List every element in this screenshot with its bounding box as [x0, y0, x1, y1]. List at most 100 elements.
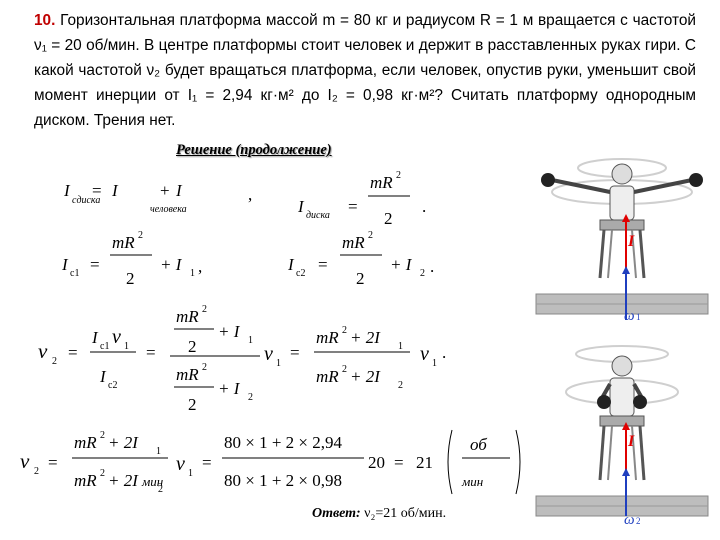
svg-text:2: 2 — [248, 392, 253, 403]
dumbbell-icon — [689, 173, 703, 187]
formula-term: + 2I — [350, 367, 381, 386]
angular-velocity-subscript: 1 — [636, 312, 641, 320]
formula-term: + I — [390, 255, 413, 274]
problem-statement: 10. Горизонтальная платформа массой m = … — [34, 8, 696, 133]
svg-text:2: 2 — [342, 364, 347, 375]
formula-symbol: ν — [38, 339, 48, 363]
formula-denominator: 2 — [356, 269, 365, 288]
formula-term: + I — [218, 322, 241, 341]
svg-text:mR: mR — [74, 471, 97, 490]
formula-symbol: I — [91, 328, 99, 347]
formula-moment-disk: I диска = mR 2 2 . — [297, 170, 426, 228]
formula-numeric-result: ν 2 = mR 2 + 2I 1 mR 2 + 2I мин 2 ν 1 = … — [20, 429, 521, 495]
formula-symbol: I — [63, 181, 71, 200]
answer: Ответ: ν₂=21 об/мин. — [312, 506, 446, 522]
formula-symbol: ν — [176, 453, 185, 475]
formula-moment-c1: I c1 = mR 2 2 + I 1 , — [61, 230, 202, 288]
formula-subscript: 1 — [432, 358, 437, 369]
formula-symbol: I — [61, 255, 69, 274]
svg-text:2: 2 — [342, 325, 347, 336]
svg-text:mR: mR — [74, 433, 97, 452]
formula-subscript: сдиска — [72, 195, 100, 206]
formula-punct: , — [248, 185, 252, 204]
svg-text:2: 2 — [34, 466, 39, 477]
formula-symbol: ν — [264, 343, 273, 365]
svg-text:=: = — [146, 343, 156, 362]
torso-icon — [609, 377, 635, 417]
formula-numerator: mR — [176, 307, 199, 326]
svg-text:мин: мин — [141, 474, 163, 489]
formula-subscript: c2 — [296, 268, 305, 279]
svg-text:1: 1 — [156, 446, 161, 457]
moment-label: I — [627, 433, 635, 450]
head-icon — [611, 355, 633, 377]
formula-symbol: ν — [20, 449, 30, 473]
angular-velocity-label: ω — [624, 512, 635, 528]
formula-numeric-numerator: 80 × 1 + 2 × 2,94 — [224, 433, 343, 452]
formula-subscript: 1 — [124, 341, 129, 352]
formula-denominator: 2 — [188, 395, 197, 414]
formula-subscript: 1 — [398, 341, 403, 352]
dumbbell-icon — [633, 395, 647, 409]
formula-denominator: 2 — [126, 269, 135, 288]
formula-numeric-denominator: 80 × 1 + 2 × 0,98 — [224, 471, 342, 490]
formula-unit: об — [470, 435, 487, 454]
head-icon — [611, 163, 633, 185]
formula-subscript: 1 — [276, 358, 281, 369]
svg-text:2: 2 — [100, 468, 105, 479]
svg-text:=: = — [202, 453, 212, 472]
formula-subscript: c2 — [108, 380, 117, 391]
svg-text:+ 2I: + 2I — [108, 433, 139, 452]
problem-text: Горизонтальная платформа массой m = 80 к… — [34, 12, 697, 129]
svg-text:+ 2I: + 2I — [108, 471, 139, 490]
formula-subscript: 2 — [52, 356, 57, 367]
dumbbell-icon — [541, 173, 555, 187]
svg-text:=: = — [48, 453, 58, 472]
svg-text:2: 2 — [100, 430, 105, 441]
formula-factor: 20 — [368, 453, 385, 472]
svg-text:2: 2 — [138, 230, 143, 241]
figure-arms-lowered: I ω 2 — [535, 345, 709, 528]
formula-symbol: ν — [420, 343, 429, 365]
formula-numerator: mR — [370, 173, 393, 192]
svg-text:2: 2 — [202, 304, 207, 315]
formula-term: + I — [218, 379, 241, 398]
solution-heading: Решение (продолжение) — [176, 142, 332, 158]
formula-symbol: I — [99, 367, 107, 386]
formula-punct: , — [198, 257, 202, 276]
svg-text:2: 2 — [202, 362, 207, 373]
svg-text:2: 2 — [368, 230, 373, 241]
formula-subscript: диска — [306, 210, 330, 221]
formula-result: 21 — [416, 453, 433, 472]
svg-text:=: = — [318, 255, 328, 274]
formula-numerator: mR — [316, 328, 339, 347]
formula-nu2-derivation: ν 2 = I c1 ν 1 I c2 = mR 2 2 + I 1 mR 2 … — [38, 304, 446, 414]
formula-denominator: 2 — [188, 337, 197, 356]
angular-velocity-label: ω — [624, 308, 635, 320]
svg-text:2: 2 — [398, 380, 403, 391]
torso-icon — [609, 185, 635, 221]
formula-term: + 2I — [350, 328, 381, 347]
answer-value: ν₂=21 об/мин. — [364, 506, 447, 521]
formula-symbol: I — [287, 255, 295, 274]
svg-text:=: = — [394, 453, 404, 472]
figure-arms-extended: I ω 1 — [535, 158, 709, 320]
formula-numerator: mR — [176, 365, 199, 384]
formula-numerator: mR — [342, 233, 365, 252]
formula-numerator: mR — [112, 233, 135, 252]
angular-velocity-subscript: 2 — [636, 516, 641, 526]
formula-unit-denominator: мин — [461, 474, 483, 489]
svg-text:2: 2 — [158, 484, 163, 495]
svg-text:=: = — [348, 197, 358, 216]
formula-symbol: I — [297, 197, 305, 216]
problem-number: 10. — [34, 12, 56, 29]
formula-numerator: mR — [316, 367, 339, 386]
formula-subscript: 2 — [420, 268, 425, 279]
formula-symbol: ν — [112, 326, 121, 348]
formula-denominator: 2 — [384, 209, 393, 228]
formula-moment-system: I сдиска = I + I человека , — [63, 181, 252, 215]
moment-label: I — [627, 233, 635, 250]
formula-subscript: 1 — [248, 335, 253, 346]
svg-text:1: 1 — [188, 468, 193, 479]
